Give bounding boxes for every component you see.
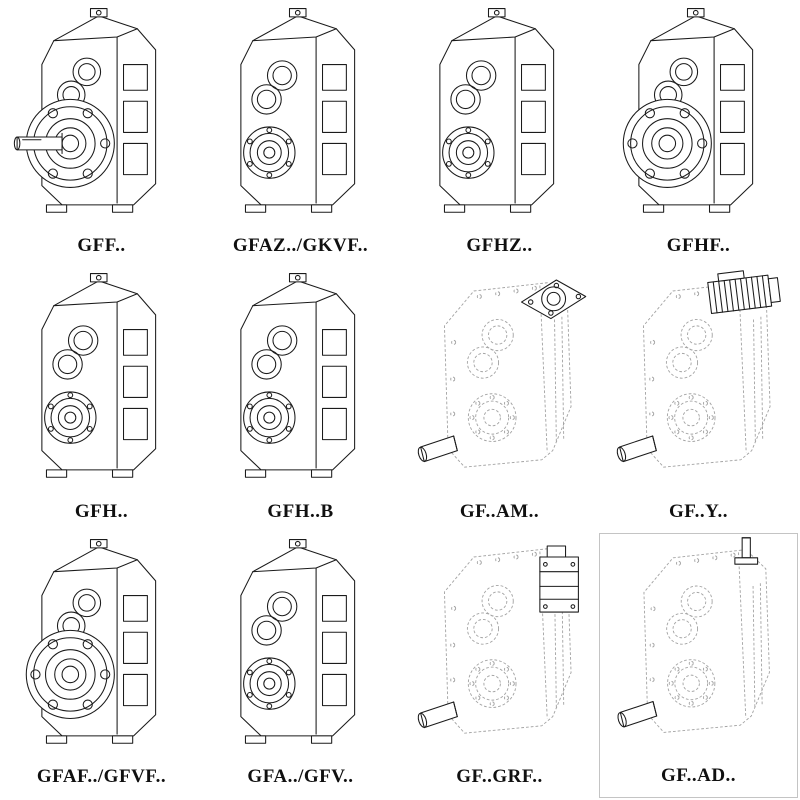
gearbox-cell: GFH..B xyxy=(201,267,400,532)
gearbox-symbol-use xyxy=(417,546,579,733)
gearbox-cell: GFHZ.. xyxy=(400,2,599,267)
gearbox-cell: GF..Y.. xyxy=(599,267,798,532)
gearbox-model-label: GFAF../GFVF.. xyxy=(36,766,167,787)
gearbox-model-label: GFF.. xyxy=(77,235,126,257)
gearbox-symbol-use xyxy=(623,9,752,213)
gearbox-symbol-use xyxy=(241,539,355,743)
gearbox-model-label: GFHF.. xyxy=(666,235,731,257)
gearbox-line-drawing-icon xyxy=(402,4,597,233)
gearbox-symbol-use xyxy=(616,269,781,467)
gearbox-model-label: GF..Y.. xyxy=(668,500,729,522)
gearbox-symbol-use xyxy=(42,274,156,478)
gearbox-model-label: GFH..B xyxy=(267,500,334,522)
gearbox-line-drawing-icon xyxy=(4,4,199,233)
gearbox-line-drawing-icon xyxy=(601,269,796,498)
gearbox-line-drawing-icon xyxy=(402,269,597,498)
gearbox-symbol-use xyxy=(241,9,355,213)
gearbox-model-label: GFHZ.. xyxy=(466,235,533,257)
gearbox-line-drawing-icon xyxy=(601,4,796,233)
gearbox-cell: GFAF../GFVF.. xyxy=(2,533,201,798)
gearbox-model-label: GFAZ../GKVF.. xyxy=(232,235,369,257)
gearbox-cell: GFAZ../GKVF.. xyxy=(201,2,400,267)
gearbox-symbol-use xyxy=(440,9,554,213)
gearbox-symbol-use xyxy=(616,537,769,732)
gearbox-symbol-use xyxy=(241,274,355,478)
gearbox-cell: GF..AD.. xyxy=(599,532,798,798)
gearbox-line-drawing-icon xyxy=(4,535,199,764)
gearbox-model-label: GFH.. xyxy=(74,500,129,522)
gearbox-cell: GFF.. xyxy=(2,2,201,267)
gearbox-model-label: GF..AD.. xyxy=(660,765,737,786)
gearbox-symbol-use xyxy=(26,539,155,743)
gearbox-line-drawing-icon xyxy=(402,535,597,764)
gearbox-model-label: GF..AM.. xyxy=(459,500,540,522)
gearbox-line-drawing-icon xyxy=(203,4,398,233)
gearbox-line-drawing-icon xyxy=(203,269,398,498)
gearbox-model-label: GF..GRF.. xyxy=(456,766,543,787)
gearbox-line-drawing-icon xyxy=(4,269,199,498)
gearbox-cell: GFHF.. xyxy=(599,2,798,267)
gearbox-line-drawing-icon xyxy=(203,535,398,764)
gearbox-cell: GF..GRF.. xyxy=(400,533,599,798)
gearbox-cell: GF..AM.. xyxy=(400,267,599,532)
gearbox-symbol-use xyxy=(417,280,586,467)
gearbox-line-drawing-icon xyxy=(602,536,795,763)
gearbox-model-label: GFA../GFV.. xyxy=(247,766,354,787)
gearbox-symbol-use xyxy=(14,9,155,213)
gearbox-cell: GFH.. xyxy=(2,267,201,532)
gearbox-cell: GFA../GFV.. xyxy=(201,533,400,798)
